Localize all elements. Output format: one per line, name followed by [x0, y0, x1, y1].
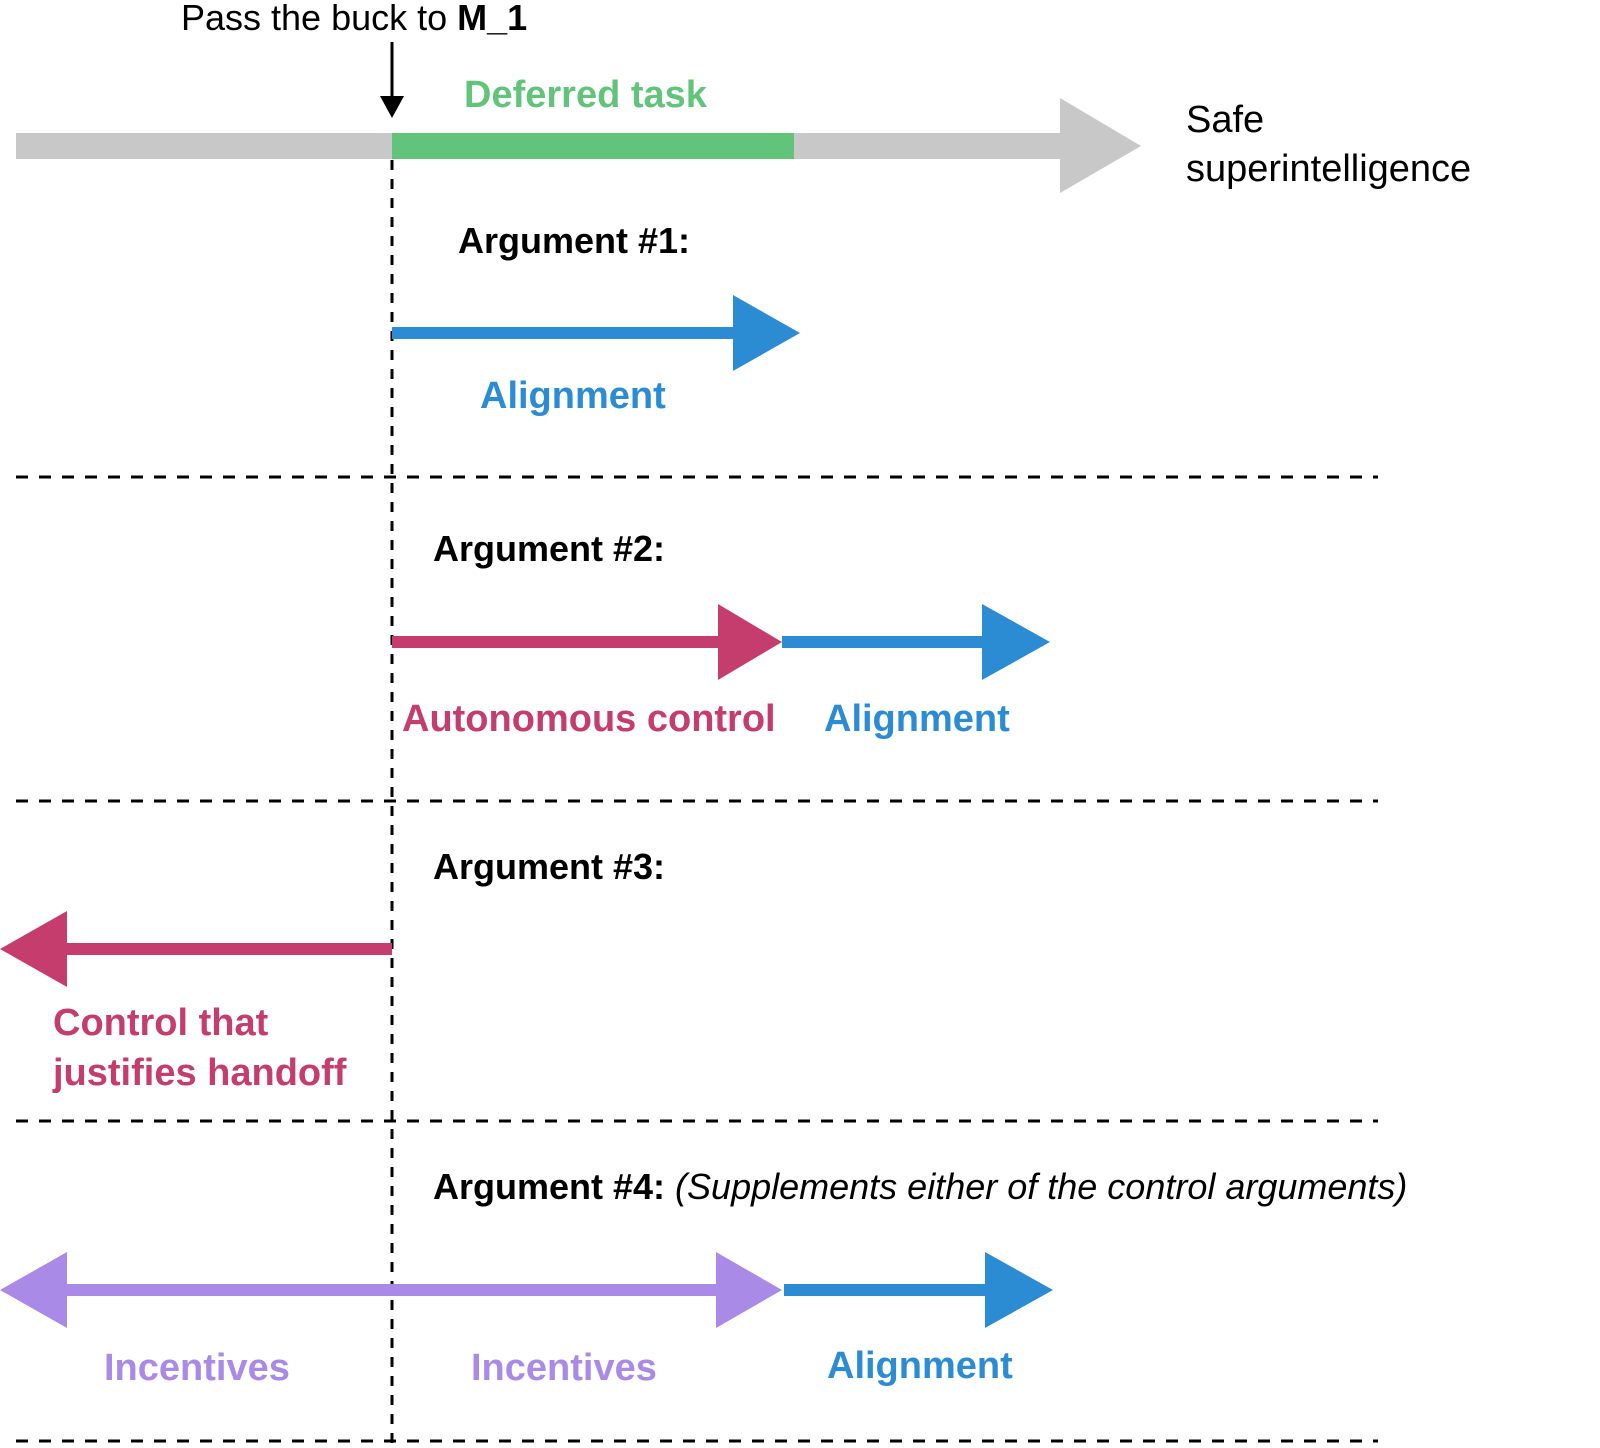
goal-label-line1: Safe — [1186, 99, 1264, 141]
argument-3-title: Argument #3: — [433, 846, 665, 887]
deferred-task-label: Deferred task — [464, 74, 708, 116]
goal-label-line2: superintelligence — [1186, 148, 1471, 190]
pass-the-buck-label: Pass the buck to M_1 — [181, 0, 527, 38]
argument-4-incentives-left-arrowhead — [0, 1252, 67, 1328]
argument-2-alignment-arrowhead — [982, 604, 1050, 680]
argument-1-alignment-label: Alignment — [480, 375, 666, 417]
argument-1-title: Argument #1: — [458, 220, 690, 261]
argument-3-control-arrowhead — [0, 911, 67, 987]
argument-2-control-label: Autonomous control — [402, 698, 776, 740]
argument-2-alignment-label: Alignment — [824, 698, 1010, 740]
argument-2-control-arrowhead — [718, 604, 782, 680]
timeline-arrowhead — [1060, 98, 1141, 193]
argument-4-incentives-label-right: Incentives — [471, 1347, 657, 1389]
argument-3-control-label-line2: justifies handoff — [52, 1052, 347, 1094]
argument-3-control-label-line1: Control that — [53, 1002, 269, 1044]
argument-2-title: Argument #2: — [433, 528, 665, 569]
handoff-pointer-arrowhead — [380, 96, 404, 118]
argument-1-alignment-arrowhead — [733, 295, 800, 371]
argument-4-title: Argument #4: (Supplements either of the … — [433, 1166, 1407, 1207]
deferred-task-segment — [392, 133, 794, 159]
argument-4-incentives-label-left: Incentives — [104, 1347, 290, 1389]
argument-4-alignment-arrowhead — [985, 1252, 1053, 1328]
argument-4-alignment-label: Alignment — [827, 1345, 1013, 1387]
argument-4-incentives-right-arrowhead — [716, 1252, 782, 1328]
